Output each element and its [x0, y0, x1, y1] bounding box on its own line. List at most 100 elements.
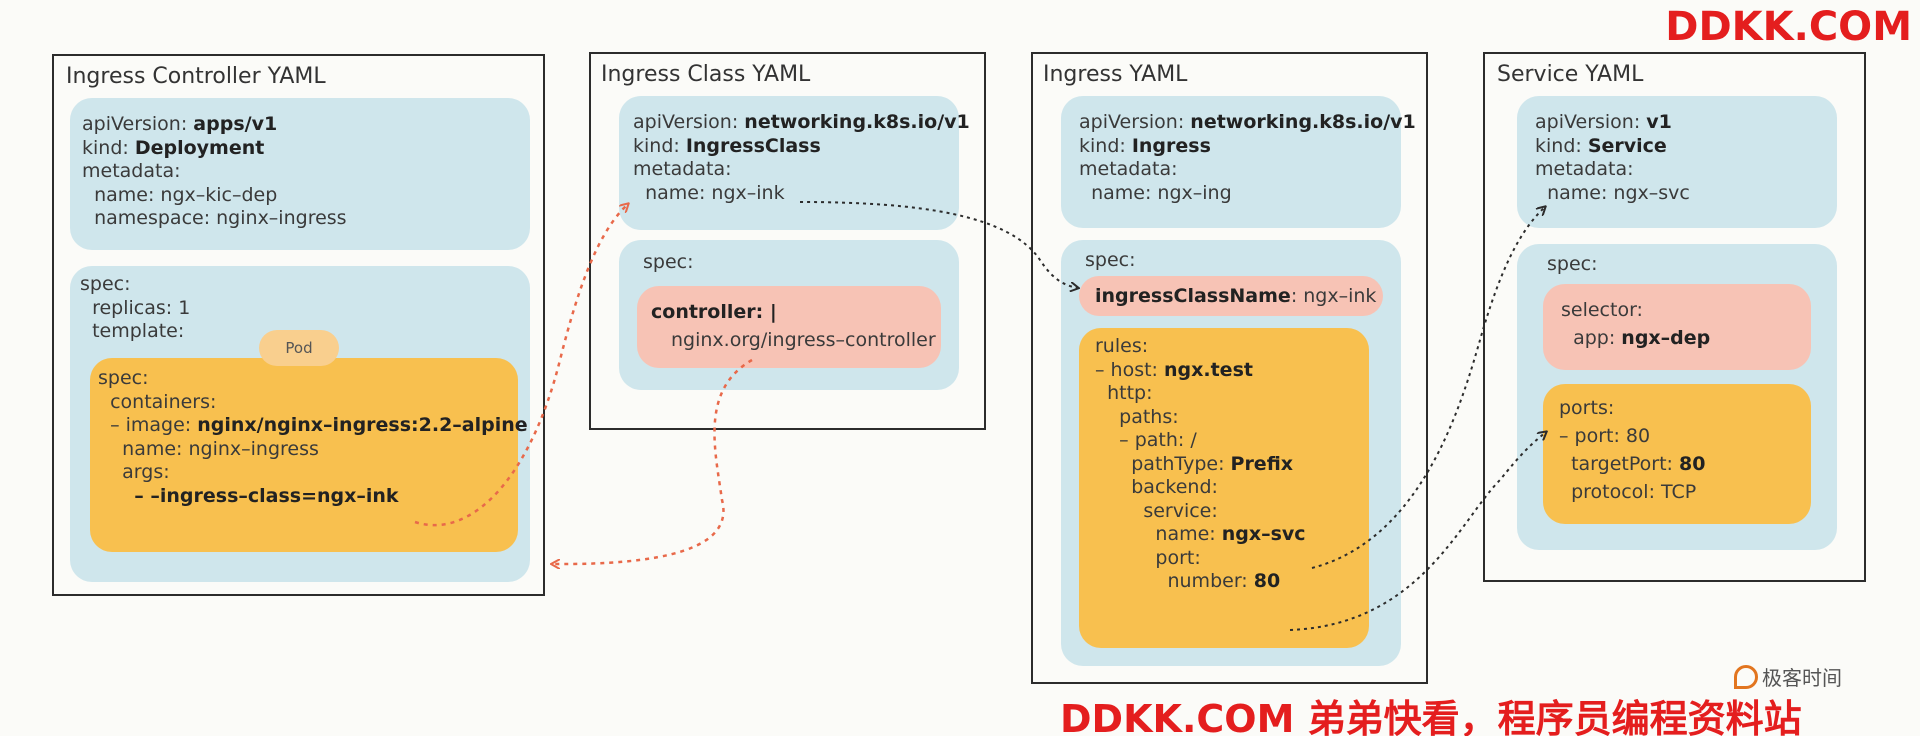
- yaml-key: – path: /: [1095, 429, 1197, 451]
- yaml-key: service:: [1095, 499, 1218, 522]
- yaml-value: Service: [1587, 134, 1667, 157]
- yaml-key: name:: [1095, 523, 1222, 545]
- yaml-key: name: nginx–ingress: [98, 437, 319, 460]
- yaml-key: pathType:: [1095, 452, 1231, 475]
- geektime-logo-icon: [1734, 664, 1758, 689]
- yaml-value: Prefix: [1230, 452, 1294, 475]
- yaml-line: protocol: TCP: [1559, 478, 1696, 506]
- yaml-value: networking.k8s.io/v1: [744, 111, 970, 133]
- yaml-key: kind:: [82, 136, 135, 159]
- yaml-value: ngx.test: [1164, 358, 1253, 381]
- yaml-line: args:: [98, 458, 170, 486]
- yaml-key: number:: [1095, 570, 1254, 592]
- yaml-key: backend:: [1095, 476, 1218, 498]
- yaml-key: name: ngx–ink: [633, 181, 785, 204]
- spec-label: spec:: [1547, 253, 1598, 275]
- metadata-box: [70, 98, 530, 250]
- yaml-value: Deployment: [134, 136, 265, 159]
- yaml-line: app: ngx–dep: [1561, 324, 1710, 352]
- yaml-key: kind:: [1079, 134, 1132, 157]
- yaml-line: – image: nginx/nginx–ingress:2.2–alpine: [98, 411, 528, 439]
- yaml-line: kind: Service: [1535, 132, 1667, 160]
- yaml-line: metadata:: [1079, 155, 1178, 183]
- yaml-line: template:: [80, 317, 184, 345]
- arrow-class-name-to-ingress-class-name: [799, 201, 1078, 288]
- yaml-line: kind: IngressClass: [633, 132, 821, 160]
- controller-key: controller: |: [651, 301, 777, 323]
- yaml-key: name: ngx–kic–dep: [82, 183, 278, 206]
- arrow-port-number-to-svc-port: [1289, 432, 1546, 631]
- watermark-top: DDKK.COM: [1665, 4, 1912, 50]
- yaml-line: targetPort: 80: [1559, 450, 1705, 478]
- metadata-box: [1061, 96, 1401, 228]
- spec-label: spec:: [643, 251, 694, 273]
- yaml-key: – port: 80: [1559, 425, 1651, 447]
- yaml-value: 80: [1253, 570, 1281, 592]
- yaml-line: kind: Deployment: [82, 134, 264, 162]
- yaml-line: containers:: [98, 388, 216, 416]
- yaml-key: apiVersion:: [82, 113, 194, 135]
- yaml-key: apiVersion:: [1535, 111, 1647, 133]
- yaml-key: ports:: [1559, 397, 1615, 419]
- yaml-key: rules:: [1095, 335, 1149, 357]
- yaml-line: spec:: [80, 270, 131, 298]
- yaml-key: port:: [1095, 546, 1201, 569]
- panel-title: Ingress Controller YAML: [66, 64, 326, 89]
- yaml-line: – host: ngx.test: [1095, 356, 1253, 384]
- yaml-line: – port: 80: [1559, 422, 1650, 450]
- yaml-line: metadata:: [1535, 155, 1634, 183]
- yaml-value: apps/v1: [193, 113, 278, 135]
- ports-box: [1543, 384, 1811, 524]
- yaml-key: targetPort:: [1559, 453, 1679, 475]
- yaml-key: template:: [80, 320, 185, 342]
- yaml-value: networking.k8s.io/v1: [1190, 111, 1416, 133]
- pod-spec-box: [90, 358, 518, 552]
- arrow-controller-to-deployment: [552, 358, 753, 564]
- yaml-key: containers:: [98, 390, 217, 413]
- pod-badge: Pod: [259, 330, 339, 366]
- yaml-key: paths:: [1095, 405, 1179, 428]
- yaml-line: replicas: 1: [80, 294, 190, 322]
- yaml-key: metadata:: [82, 160, 181, 182]
- yaml-line: pathType: Prefix: [1095, 450, 1293, 478]
- yaml-key: spec:: [98, 367, 149, 389]
- geektime-logo: 极客时间: [1734, 662, 1842, 691]
- yaml-line: metadata:: [82, 157, 181, 185]
- arrow-service-name-to-svc-metadata: [1311, 207, 1545, 569]
- yaml-key: – image:: [98, 414, 198, 436]
- yaml-key: kind:: [1535, 134, 1588, 157]
- panel-ingress-controller: Ingress Controller YAML Pod apiVersion: …: [52, 54, 545, 596]
- yaml-line: apiVersion: v1: [1535, 108, 1672, 136]
- yaml-key: metadata:: [1079, 158, 1178, 180]
- yaml-key: http:: [1095, 382, 1153, 404]
- yaml-key: apiVersion:: [1079, 111, 1191, 133]
- yaml-line: ports:: [1559, 394, 1614, 422]
- yaml-line: paths:: [1095, 403, 1179, 431]
- metadata-box: [1517, 96, 1837, 228]
- yaml-value: ngx–dep: [1621, 327, 1711, 349]
- yaml-key: args:: [98, 461, 170, 483]
- panel-title: Ingress YAML: [1043, 62, 1188, 87]
- panel-title: Ingress Class YAML: [601, 62, 811, 87]
- yaml-value: Ingress: [1131, 134, 1211, 157]
- yaml-line: – path: /: [1095, 426, 1197, 454]
- yaml-line: service:: [1095, 497, 1218, 525]
- yaml-line: name: ngx–ing: [1079, 179, 1232, 207]
- yaml-line: metadata:: [633, 155, 732, 183]
- yaml-value: – –ingress–class=ngx–ink: [134, 484, 399, 507]
- yaml-line: number: 80: [1095, 567, 1280, 595]
- metadata-box: [619, 96, 959, 230]
- yaml-key: namespace: nginx–ingress: [82, 207, 347, 229]
- yaml-line: backend:: [1095, 473, 1218, 501]
- watermark-bottom: DDKK.COM 弟弟快看，程序员编程资料站: [1060, 697, 1802, 736]
- yaml-value: 80: [1678, 453, 1706, 475]
- yaml-line: name: ngx–svc: [1535, 179, 1690, 207]
- yaml-key: – host:: [1095, 358, 1164, 381]
- panel-ingress-class: Ingress Class YAML spec: controller: | n…: [589, 52, 986, 430]
- controller-value: nginx.org/ingress–controller: [671, 329, 936, 351]
- yaml-line: http:: [1095, 379, 1152, 407]
- yaml-key: selector:: [1561, 299, 1643, 321]
- yaml-line: apiVersion: networking.k8s.io/v1: [633, 108, 970, 136]
- selector-box: [1543, 284, 1811, 370]
- yaml-line: name: nginx–ingress: [98, 435, 319, 463]
